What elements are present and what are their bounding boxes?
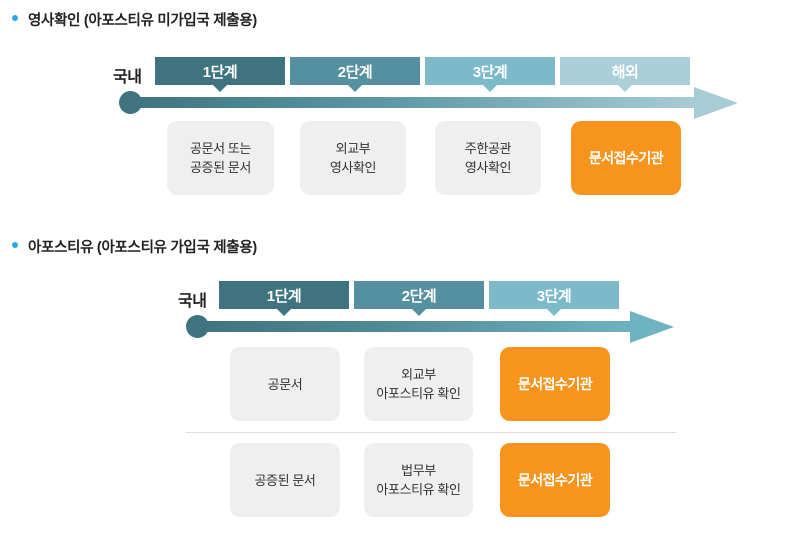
flow-box-line: 문서접수기관: [517, 376, 593, 392]
flow-box-line: 법무부: [401, 463, 436, 478]
flow-box-line: 아포스티유 확인: [376, 386, 461, 401]
step-tab-overseas: 해외: [560, 57, 690, 92]
flow-box-line: 공문서 또는: [189, 141, 251, 156]
flow-box-line: 아포스티유 확인: [376, 482, 461, 497]
step-tab-label: 3단계: [536, 287, 572, 305]
flow-box-mission-consular: 주한공관 영사확인: [435, 121, 541, 195]
flow-box-line: 영사확인: [329, 160, 377, 175]
flow-box-line: 주한공관: [464, 141, 512, 156]
step-tab-2: 2단계: [354, 281, 484, 316]
step-tab-label: 2단계: [337, 63, 373, 81]
timeline-start-dot: [119, 91, 142, 114]
step-tab-label: 1단계: [266, 287, 302, 305]
timeline-start-dot: [186, 315, 209, 338]
flow-box-mofa-consular: 외교부 영사확인: [300, 121, 406, 195]
step-tab-label: 3단계: [472, 63, 508, 81]
step-tab-2: 2단계: [290, 57, 420, 92]
step-tab-label: 해외: [611, 63, 639, 81]
flow-box-line: 문서접수기관: [517, 472, 593, 488]
tab-pointer-icon: [213, 85, 227, 92]
flow-box-line: 외교부: [335, 141, 371, 156]
tab-pointer-icon: [348, 85, 362, 92]
arrowhead-icon: [694, 87, 738, 119]
tab-pointer-icon: [483, 85, 497, 92]
step-tab-label: 2단계: [401, 287, 437, 305]
region-label-domestic: 국내: [113, 69, 142, 86]
section-title-consular: 영사확인 (아포스티유 미가입국 제출용): [28, 13, 257, 29]
section-title-apostille: 아포스티유 (아포스티유 가입국 제출용): [28, 240, 257, 256]
step-tab-1: 1단계: [219, 281, 349, 316]
flow-box-official-or-notarized: 공문서 또는 공증된 문서: [167, 121, 274, 195]
timeline-bar: [195, 321, 635, 332]
step-tab-label: 1단계: [202, 63, 238, 81]
flow-box-receiving-org: 문서접수기관: [571, 121, 681, 195]
row-divider: [186, 432, 676, 433]
flow-box-mofa-apostille: 외교부 아포스티유 확인: [364, 347, 473, 421]
flow-box-line: 공증된 문서: [254, 472, 316, 488]
flow-box-moj-apostille: 법무부 아포스티유 확인: [364, 443, 473, 517]
flow-box-receiving-org: 문서접수기관: [500, 443, 610, 517]
bullet-icon: [12, 242, 18, 248]
flow-box-receiving-org: 문서접수기관: [500, 347, 610, 421]
step-tab-3: 3단계: [489, 281, 619, 316]
flow-box-line: 외교부: [401, 367, 436, 382]
flow-box-line: 영사확인: [464, 160, 512, 175]
step-tab-1: 1단계: [155, 57, 285, 92]
timeline-bar: [128, 97, 698, 108]
bullet-icon: [12, 15, 18, 21]
tab-pointer-icon: [277, 309, 291, 316]
flow-box-line: 공증된 문서: [189, 160, 251, 175]
step-tab-3: 3단계: [425, 57, 555, 92]
flow-box-notarized-doc: 공증된 문서: [230, 443, 340, 517]
tab-pointer-icon: [618, 85, 632, 92]
flow-box-official-doc: 공문서: [230, 347, 340, 421]
tab-pointer-icon: [547, 309, 561, 316]
arrowhead-icon: [630, 311, 674, 343]
tab-pointer-icon: [412, 309, 426, 316]
region-label-domestic: 국내: [178, 293, 207, 310]
flow-box-line: 문서접수기관: [588, 150, 664, 166]
flow-box-line: 공문서: [267, 376, 303, 392]
